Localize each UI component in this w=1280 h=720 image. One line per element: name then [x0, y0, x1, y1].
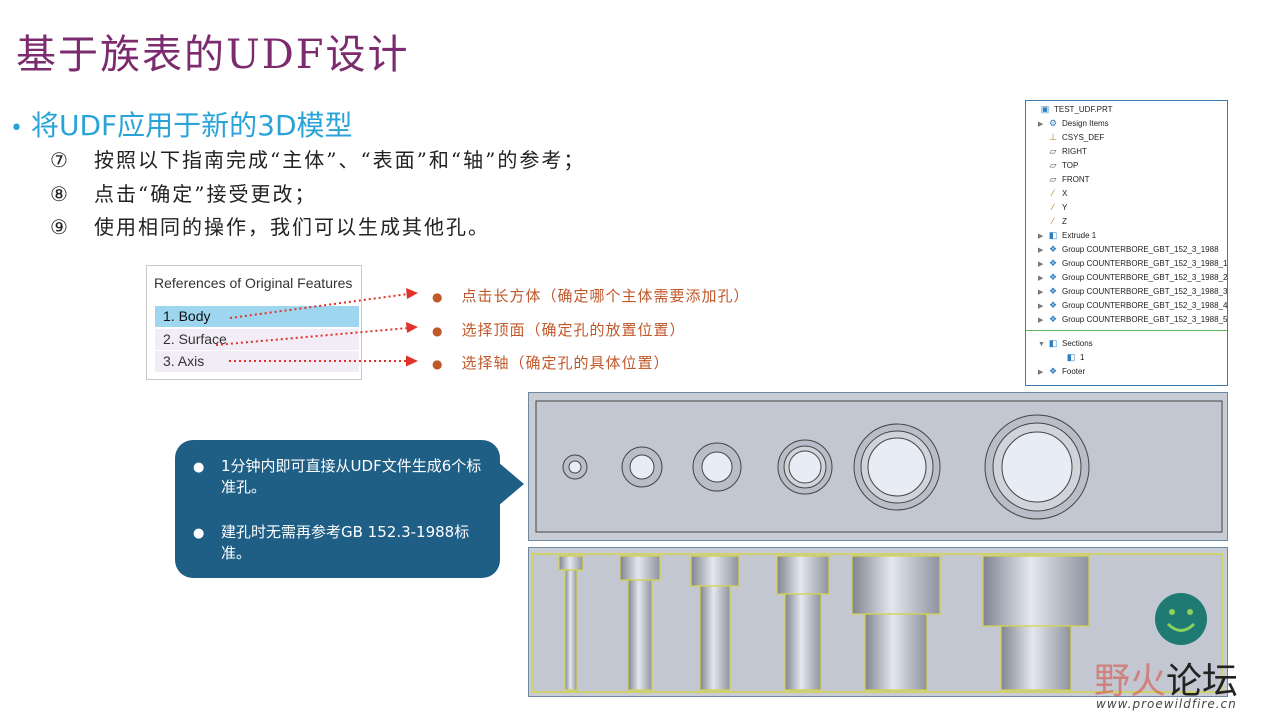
- expand-arrow-icon: ▶: [1038, 233, 1044, 240]
- design-items-icon: ⚙: [1048, 118, 1058, 128]
- sections-icon: ◧: [1048, 338, 1058, 348]
- extrude-icon: ◧: [1048, 230, 1058, 240]
- callout-item: ●1分钟内即可直接从UDF文件生成6个标准孔。: [193, 457, 482, 496]
- arrow-line-body: [229, 293, 409, 319]
- expand-arrow-icon: ▶: [1038, 369, 1044, 376]
- main-bullet-text: 将UDF应用于新的3D模型: [30, 109, 353, 142]
- axis-icon: ⁄: [1052, 216, 1054, 226]
- group-icon: ❖: [1048, 244, 1058, 254]
- smiley-icon: [1155, 593, 1207, 645]
- bullet-dot-icon: ●: [193, 526, 205, 541]
- datum-plane-icon: ▱: [1049, 146, 1057, 156]
- note-surface: ●选择顶面（确定孔的放置位置）: [432, 321, 686, 339]
- tree-item-group-2[interactable]: ▶❖Group COUNTERBORE_GBT_152_3_1988_2: [1038, 271, 1227, 284]
- main-bullet: • 将UDF应用于新的3D模型: [10, 104, 353, 144]
- tree-item-group-5[interactable]: ▶❖Group COUNTERBORE_GBT_152_3_1988_5: [1038, 313, 1227, 326]
- expand-arrow-icon: ▶: [1038, 303, 1044, 310]
- expand-arrow-icon: ▶: [1038, 275, 1044, 282]
- group-icon: ❖: [1048, 286, 1058, 296]
- csys-icon: ⊥: [1049, 132, 1057, 142]
- tree-item-x[interactable]: ⁄X: [1047, 187, 1067, 200]
- collapse-arrow-icon: ▼: [1038, 341, 1045, 348]
- arrow-line-surface: [215, 327, 409, 346]
- tree-item-footer[interactable]: ▶❖Footer: [1038, 365, 1085, 378]
- tree-item-extrude[interactable]: ▶◧Extrude 1: [1038, 229, 1096, 242]
- arrow-head-axis: [406, 355, 418, 367]
- footer-icon: ❖: [1048, 366, 1058, 376]
- part-icon: ▣: [1040, 104, 1050, 114]
- slide-title: 基于族表的UDF设计: [16, 32, 410, 78]
- tree-item-group-3[interactable]: ▶❖Group COUNTERBORE_GBT_152_3_1988_3: [1038, 285, 1227, 298]
- datum-plane-icon: ▱: [1049, 160, 1057, 170]
- tree-item-group-4[interactable]: ▶❖Group COUNTERBORE_GBT_152_3_1988_4: [1038, 299, 1227, 312]
- callout-pointer: [498, 462, 524, 506]
- section-view-drawing: [531, 553, 1223, 693]
- group-icon: ❖: [1048, 258, 1058, 268]
- section-view-image: [528, 547, 1228, 697]
- arrow-head-surface: [406, 322, 418, 333]
- model-tree: ▣TEST_UDF.PRT ▶⚙Design Items ⊥CSYS_DEF ▱…: [1025, 100, 1228, 386]
- axis-icon: ⁄: [1052, 202, 1054, 212]
- tree-item-z[interactable]: ⁄Z: [1047, 215, 1067, 228]
- expand-arrow-icon: ▶: [1038, 289, 1044, 296]
- expand-arrow-icon: ▶: [1038, 121, 1044, 128]
- tree-item-top[interactable]: ▱TOP: [1047, 159, 1079, 172]
- group-icon: ❖: [1048, 272, 1058, 282]
- tree-item-group-0[interactable]: ▶❖Group COUNTERBORE_GBT_152_3_1988: [1038, 243, 1219, 256]
- note-dot-icon: ●: [432, 324, 444, 338]
- forum-logo: 野火论坛: [1094, 661, 1239, 702]
- forum-url[interactable]: www.proewildfire.cn: [1096, 697, 1237, 711]
- section-icon: ◧: [1066, 352, 1076, 362]
- tree-item-part[interactable]: ▣TEST_UDF.PRT: [1040, 104, 1113, 114]
- references-header: References of Original Features: [154, 275, 353, 291]
- callout-box: ●1分钟内即可直接从UDF文件生成6个标准孔。 ●建孔时无需再参考GB 152.…: [175, 440, 500, 578]
- tree-item-y[interactable]: ⁄Y: [1047, 201, 1067, 214]
- reference-item-surface[interactable]: 2. Surface: [155, 329, 359, 350]
- top-view-image: [528, 392, 1228, 541]
- arrow-head-body: [406, 288, 418, 299]
- reference-item-axis[interactable]: 3. Axis: [155, 351, 359, 372]
- tree-item-design-items[interactable]: ▶⚙Design Items: [1038, 117, 1109, 130]
- callout-item: ●建孔时无需再参考GB 152.3-1988标准。: [193, 523, 470, 562]
- group-icon: ❖: [1048, 314, 1058, 324]
- note-dot-icon: ●: [432, 357, 444, 371]
- tree-divider: [1026, 330, 1227, 331]
- tree-item-csys[interactable]: ⊥CSYS_DEF: [1047, 131, 1104, 144]
- top-view-drawing: [535, 400, 1223, 533]
- expand-arrow-icon: ▶: [1038, 247, 1044, 254]
- bullet-dot-icon: •: [10, 116, 23, 141]
- note-body: ●点击长方体（确定哪个主体需要添加孔）: [432, 287, 750, 305]
- group-icon: ❖: [1048, 300, 1058, 310]
- note-axis: ●选择轴（确定孔的具体位置）: [432, 354, 670, 372]
- expand-arrow-icon: ▶: [1038, 317, 1044, 324]
- datum-plane-icon: ▱: [1049, 174, 1057, 184]
- expand-arrow-icon: ▶: [1038, 261, 1044, 268]
- tree-item-sections[interactable]: ▼◧Sections: [1038, 337, 1093, 350]
- tree-item-section-1[interactable]: ◧1: [1066, 352, 1085, 362]
- tree-item-right[interactable]: ▱RIGHT: [1047, 145, 1087, 158]
- bullet-dot-icon: ●: [193, 460, 205, 475]
- note-dot-icon: ●: [432, 290, 444, 304]
- axis-icon: ⁄: [1052, 188, 1054, 198]
- tree-item-group-1[interactable]: ▶❖Group COUNTERBORE_GBT_152_3_1988_1: [1038, 257, 1227, 270]
- reference-item-body[interactable]: 1. Body: [155, 306, 359, 327]
- tree-item-front[interactable]: ▱FRONT: [1047, 173, 1090, 186]
